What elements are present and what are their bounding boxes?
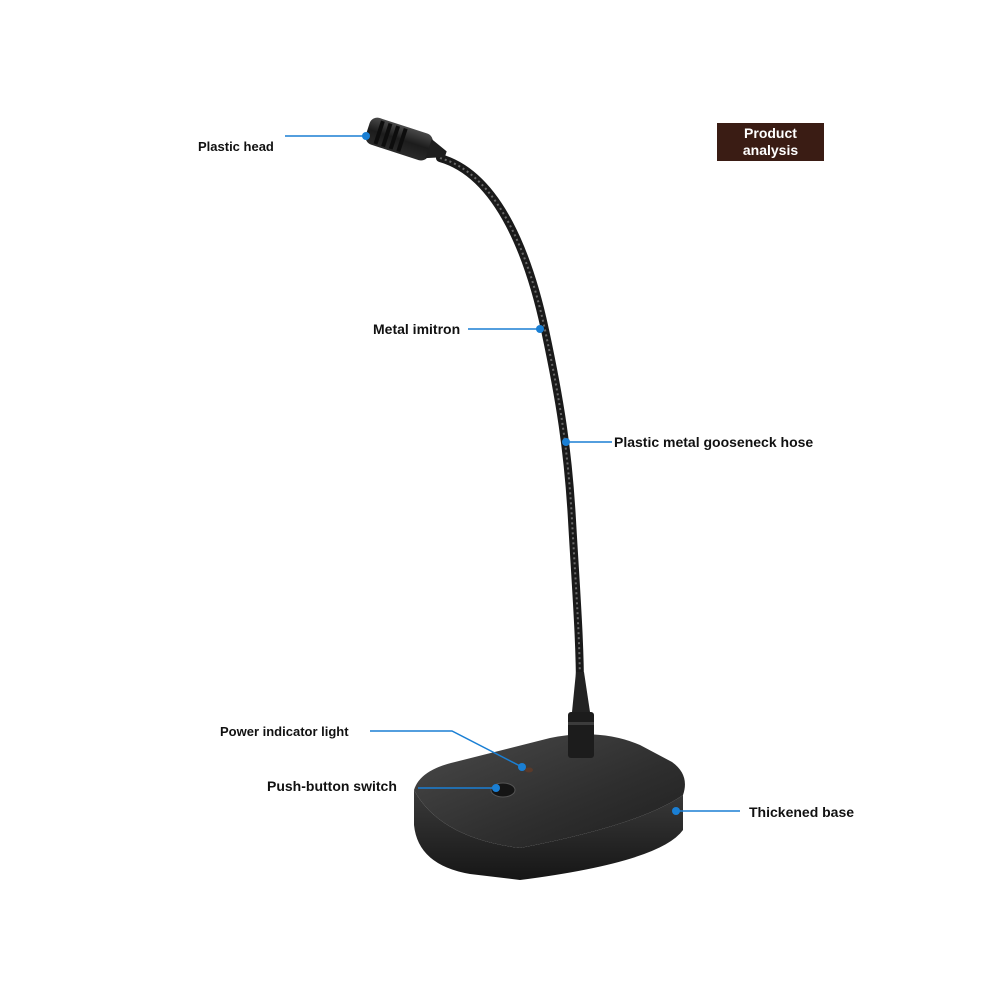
gooseneck-hose <box>436 154 584 694</box>
hose-highlight <box>439 157 581 691</box>
power-indicator-light <box>525 767 533 773</box>
base-top <box>414 734 685 848</box>
badge-line-1: Product <box>744 125 797 141</box>
callout-lines <box>285 132 740 815</box>
dot-push-button <box>492 784 500 792</box>
dot-thickened-base <box>672 807 680 815</box>
head-grille-3 <box>388 125 401 150</box>
connector-taper <box>572 672 590 712</box>
dot-gooseneck <box>562 438 570 446</box>
head-body <box>365 117 433 161</box>
head-grille-4 <box>396 127 408 153</box>
hose-outline <box>436 154 584 694</box>
connector-ring <box>568 722 594 725</box>
product-analysis-badge: Product analysis <box>717 123 824 161</box>
base-side <box>414 790 683 880</box>
label-push-button: Push-button switch <box>267 778 397 794</box>
connector-collar <box>568 712 594 758</box>
dot-power-indicator <box>518 763 526 771</box>
badge-line-2: analysis <box>742 142 799 158</box>
head-grille-1 <box>373 120 385 145</box>
label-plastic-head: Plastic head <box>198 139 274 154</box>
microphone-head <box>365 117 447 161</box>
dot-plastic-head <box>362 132 370 140</box>
label-thickened-base: Thickened base <box>749 804 855 820</box>
label-power-indicator: Power indicator light <box>220 724 349 739</box>
label-metal-imitron: Metal imitron <box>373 321 461 337</box>
head-taper <box>425 139 447 159</box>
lower-connector <box>568 672 594 758</box>
dot-metal-imitron <box>536 325 544 333</box>
label-gooseneck-hose: Plastic metal gooseneck hose <box>614 434 814 450</box>
thickened-base <box>414 734 685 880</box>
leader-power-indicator <box>370 730 523 768</box>
head-grille-2 <box>381 123 393 148</box>
